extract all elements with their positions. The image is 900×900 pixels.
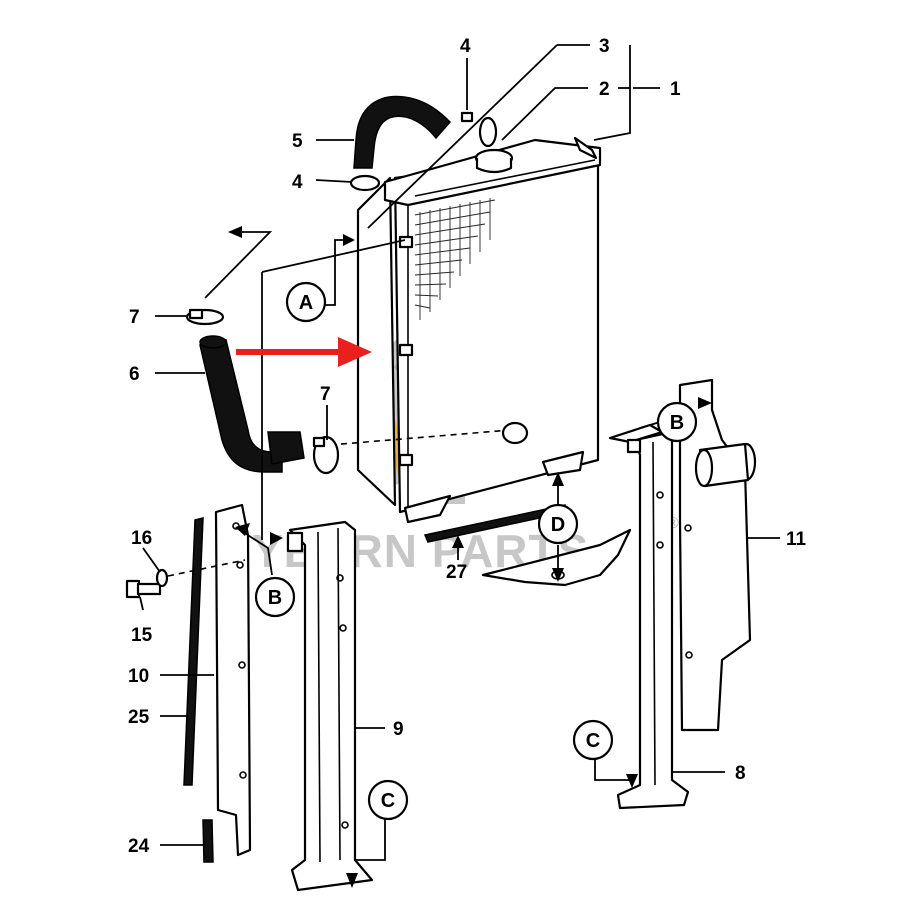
hose-clamp-7-lower <box>312 435 340 475</box>
label-part-24: 24 <box>128 836 150 857</box>
arrow-heads <box>228 226 712 888</box>
label-part-4-lower: 4 <box>292 172 303 193</box>
svg-text:A: A <box>299 292 313 314</box>
svg-text:C: C <box>381 790 395 812</box>
lower-hose <box>199 335 305 473</box>
callout-d: D <box>537 503 579 545</box>
rubber-seal-long <box>183 517 204 786</box>
callout-a: A <box>285 281 327 323</box>
rubber-seal-short <box>202 819 214 863</box>
highlight-arrow <box>236 337 372 367</box>
svg-text:B: B <box>268 587 282 609</box>
part-number-labels: 1 2 3 4 5 4 7 6 7 16 15 10 25 24 9 8 11 … <box>128 36 807 857</box>
rear-support-post <box>608 423 690 810</box>
svg-text:B: B <box>670 412 684 434</box>
label-part-3: 3 <box>599 36 610 57</box>
label-part-2: 2 <box>599 79 610 100</box>
bolt <box>125 579 162 599</box>
label-part-7-upper: 7 <box>129 307 140 328</box>
label-part-1: 1 <box>670 79 681 100</box>
label-part-7-lower: 7 <box>320 384 331 405</box>
callout-c-right: C <box>572 719 614 761</box>
left-side-panel <box>214 503 252 857</box>
label-part-27: 27 <box>446 562 467 583</box>
hose-clamp-7-upper <box>185 308 225 326</box>
label-part-10: 10 <box>128 666 149 687</box>
label-part-5: 5 <box>292 131 303 152</box>
hose-clamp-upper <box>460 111 498 148</box>
leader-lines <box>139 44 780 861</box>
hose-clamp-lower <box>349 174 381 192</box>
radiator <box>329 136 602 524</box>
label-part-15: 15 <box>131 625 153 646</box>
label-part-4-top: 4 <box>460 36 471 57</box>
front-support-post <box>286 520 374 892</box>
label-part-8: 8 <box>735 763 746 784</box>
label-part-16: 16 <box>131 528 152 549</box>
side-shroud <box>678 378 757 732</box>
washer <box>155 568 169 588</box>
label-part-11: 11 <box>786 529 807 550</box>
label-part-25: 25 <box>128 707 150 728</box>
label-part-6: 6 <box>129 364 140 385</box>
callout-c-left: C <box>367 779 409 821</box>
callout-b-right: B <box>656 401 698 443</box>
upper-hose <box>353 95 452 169</box>
svg-text:C: C <box>586 730 600 752</box>
callout-b-left: B <box>254 576 296 618</box>
svg-text:D: D <box>551 514 565 536</box>
core-mesh <box>414 198 496 320</box>
label-part-9: 9 <box>393 719 404 740</box>
